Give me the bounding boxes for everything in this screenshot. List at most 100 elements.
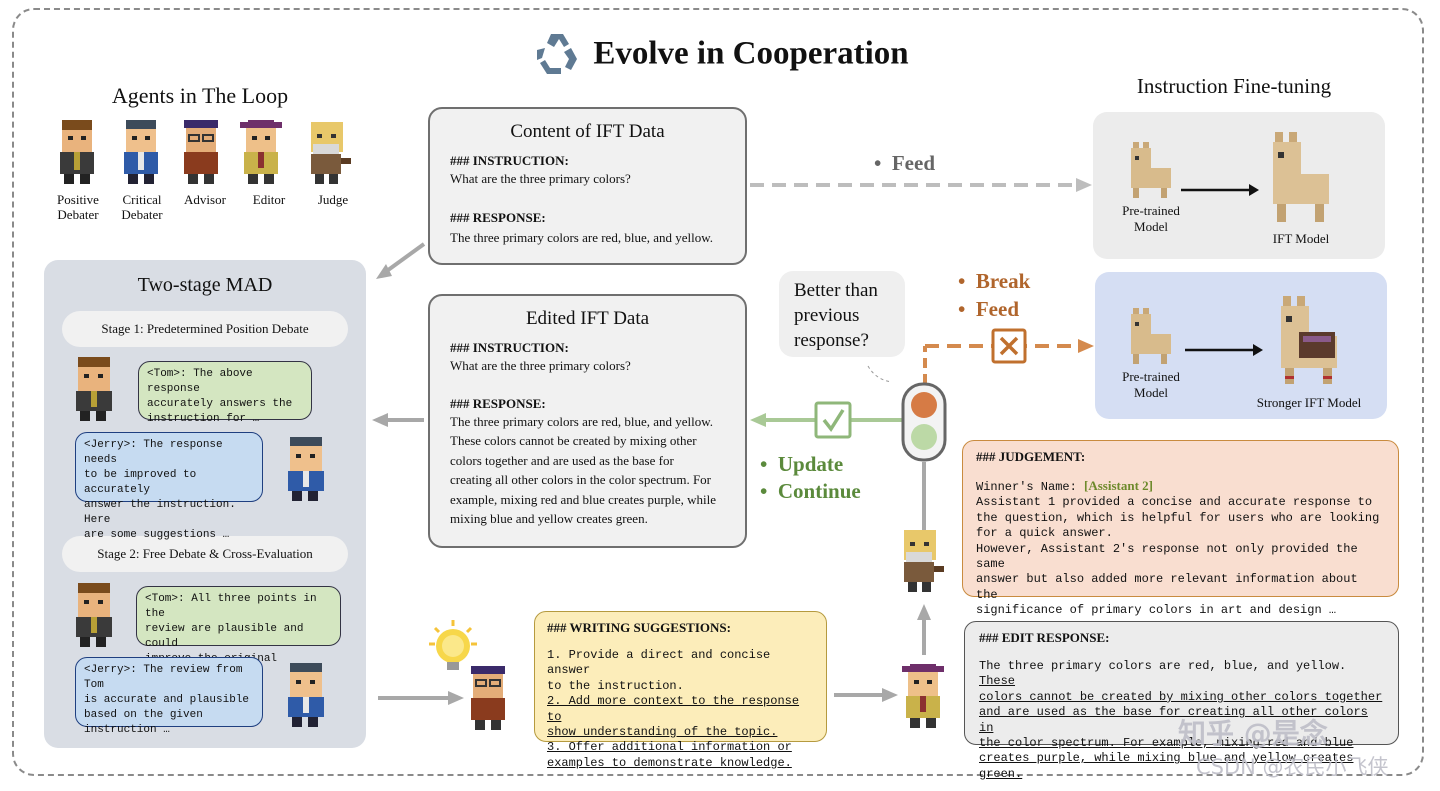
judge-figure-small [904, 530, 944, 592]
break-text: Break [975, 269, 1031, 293]
question-line: Better than [794, 280, 878, 301]
bubble-line: accurately answers the [147, 398, 293, 410]
llama-icon [1131, 308, 1171, 364]
bubble-line: answer the instruction. Here [84, 499, 236, 526]
judgement-line: answer but also added more relevant info… [976, 572, 1358, 602]
pretrained-label-top: Pre-trained Model [1122, 203, 1180, 234]
judgement-line: significance of primary colors in art an… [976, 603, 1337, 618]
judgement-box: ### JUDGEMENT: Winner's Name: [Assistant… [962, 440, 1399, 617]
edited-response-line: colors together and are used as the base… [450, 452, 674, 468]
stage1-label: Stage 1: Predetermined Position Debate [62, 311, 348, 347]
jerry-bubble-2: <Jerry>: The review from Tom is accurate… [75, 657, 263, 736]
writing-line: show understanding of the topic. [547, 725, 778, 740]
winner-label: Winner's Name: [976, 480, 1085, 494]
mad-heading: Two-stage MAD [137, 274, 273, 296]
edited-ift-box: Edited IFT Data ### INSTRUCTION: What ar… [428, 294, 747, 548]
bubble-line: based on the given [84, 709, 203, 721]
editor-figure-small [902, 664, 944, 728]
writing-line: 3. Offer additional information or [547, 740, 792, 755]
judgement-heading: ### JUDGEMENT: [976, 449, 1086, 464]
jerry-bubble-1: <Jerry>: The response needs to be improv… [75, 432, 263, 541]
advisor-with-bulb [429, 620, 505, 730]
csdn-watermark: CSDN @农民小飞侠 [1196, 755, 1389, 779]
tom-figure [76, 357, 112, 421]
continue-label: • Continue [760, 479, 861, 503]
edited-ift-heading: Edited IFT Data [525, 308, 650, 329]
title-text: Evolve in Cooperation [593, 35, 909, 72]
question-line: previous [794, 305, 860, 326]
bubble-line: <Jerry>: The response needs [84, 439, 223, 466]
edit-line: the color spectrum. For example, mixing … [979, 736, 1354, 751]
bubble-line: to be improved to accurately [84, 469, 197, 496]
agent-name-critical-debater: Critical Debater [121, 192, 163, 222]
edit-line: creates purple, while mixing blue and ye… [979, 751, 1354, 781]
edit-response-heading: ### EDIT RESPONSE: [979, 630, 1110, 645]
stage2-label: Stage 2: Free Debate & Cross-Evaluation [62, 536, 348, 572]
stronger-llama-icon [1281, 296, 1337, 384]
edited-instruction-text: What are the three primary colors? [450, 358, 631, 373]
tom-bubble-1: <Tom>: The above response accurately ans… [138, 361, 312, 425]
diagram-title: Evolve in Cooperation [0, 30, 1440, 78]
judgement-line: for a quick answer. [976, 526, 1113, 541]
bubble-line: is accurate and plausible [84, 694, 250, 706]
bubble-line: instruction for … [147, 413, 260, 425]
judgement-line: the question, which is helpful for users… [976, 510, 1380, 525]
jerry-figure [288, 437, 324, 501]
question-bubble: Better than previous response? [779, 271, 905, 357]
edit-first-underlined: These [979, 674, 1016, 689]
llama-icon [1131, 142, 1171, 198]
writing-suggestions-box: ### WRITING SUGGESTIONS: 1. Provide a di… [534, 611, 827, 770]
positive-debater-figure [60, 120, 94, 184]
writing-line: examples to demonstrate knowledge. [547, 755, 792, 770]
update-text: Update [777, 452, 844, 476]
ift-heading: Instruction Fine-tuning [1136, 74, 1332, 98]
edit-first-text: The three primary colors are red, blue, … [979, 659, 1347, 673]
feed-label: • Feed [958, 297, 1020, 321]
continue-text: Continue [777, 479, 861, 503]
pretrained-label-bottom: Pre-trained Model [1122, 369, 1180, 400]
update-label: • Update [760, 452, 844, 476]
agent-name-positive-debater: Positive Debater [57, 192, 99, 222]
feed-top-label: • Feed [874, 151, 936, 175]
winner-value: [Assistant 2] [1084, 478, 1154, 493]
outer-frame [12, 8, 1424, 776]
writing-heading: ### WRITING SUGGESTIONS: [547, 620, 731, 635]
ift-content-box: Content of IFT Data ### INSTRUCTION: Wha… [428, 107, 747, 265]
instruction-label: ### INSTRUCTION: [450, 153, 569, 168]
bubble-line: instruction … [84, 724, 170, 736]
tom-figure [76, 583, 112, 647]
ift-model-label: IFT Model [1272, 231, 1330, 246]
lightbulb-icon [429, 620, 477, 670]
jerry-figure [288, 663, 324, 727]
recycle-icon [537, 34, 578, 74]
bubble-line: <Tom>: The above response [147, 368, 253, 395]
bubble-line: review are plausible and could [145, 623, 304, 650]
llama-figures [1131, 132, 1337, 384]
bubble-line: are some suggestions … [84, 529, 230, 541]
edited-instruction-label: ### INSTRUCTION: [450, 340, 569, 355]
edited-response-line: The three primary colors are red, blue, … [450, 413, 714, 429]
agents-heading: Agents in The Loop [111, 83, 289, 108]
writing-line: to the instruction. [547, 678, 684, 693]
response-text: The three primary colors are red, blue, … [450, 229, 714, 245]
edited-response-line: These colors cannot be created by mixing… [450, 433, 697, 448]
agent-name-editor: Editor [252, 192, 286, 207]
edit-response-box: ### EDIT RESPONSE: The three primary col… [964, 621, 1399, 781]
agent-figures [60, 120, 351, 184]
writing-line: 1. Provide a direct and concise answer [547, 648, 771, 678]
bubble-line: <Jerry>: The review from Tom [84, 664, 243, 691]
edited-response-label: ### RESPONSE: [450, 395, 546, 411]
llama-icon [1273, 132, 1329, 222]
stronger-ift-label: Stronger IFT Model [1256, 395, 1362, 410]
advisor-figure [184, 120, 218, 184]
judgement-line: Assistant 1 provided a concise and accur… [976, 495, 1373, 510]
edited-response-line: example, mixing red and blue creates pur… [450, 491, 717, 507]
edit-line: and are used as the base for creating al… [979, 705, 1368, 735]
mad-figures [76, 357, 324, 727]
break-label: • Break [958, 269, 1031, 293]
response-label: ### RESPONSE: [450, 209, 546, 225]
edited-response-line: creating all other colors in the color s… [450, 472, 712, 487]
edit-line: colors cannot be created by mixing other… [979, 689, 1383, 704]
editor-figure [240, 120, 282, 184]
